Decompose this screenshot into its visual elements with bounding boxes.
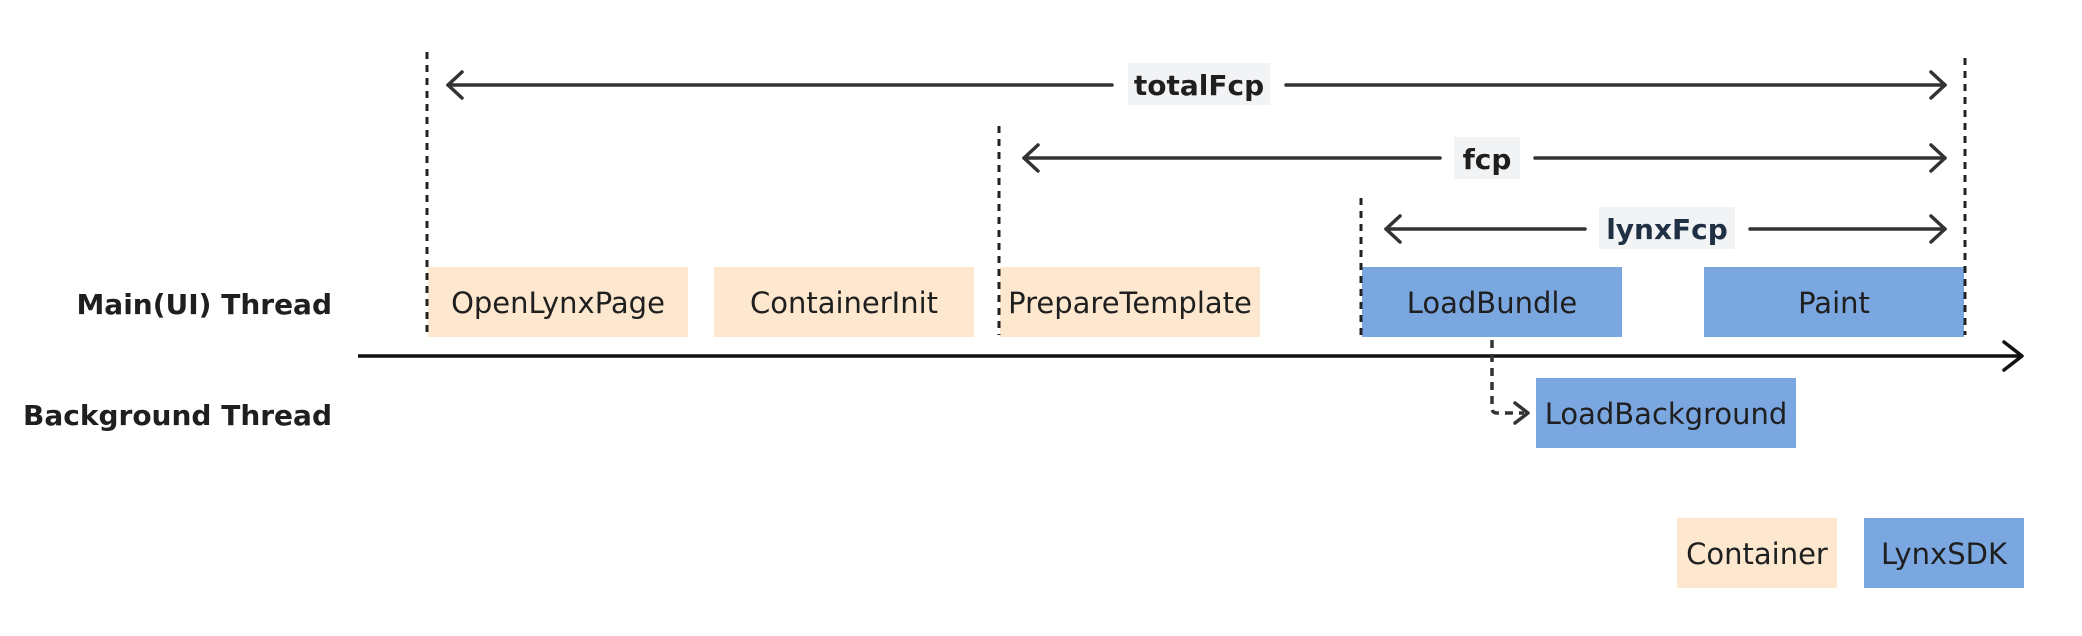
range-label-fcp: fcp <box>1463 143 1512 176</box>
block-label: PrepareTemplate <box>1008 286 1252 320</box>
block-load-bundle: LoadBundle <box>1362 267 1622 337</box>
range-lynx-fcp: lynxFcp <box>1384 207 1947 249</box>
legend-item-container: Container <box>1677 518 1837 588</box>
range-fcp: fcp <box>1022 137 1947 179</box>
lane-label-main-thread: Main(UI) Thread <box>76 288 332 321</box>
range-total-fcp: totalFcp <box>446 63 1947 105</box>
block-prepare-template: PrepareTemplate <box>1000 267 1260 337</box>
block-container-init: ContainerInit <box>714 267 974 337</box>
lane-label-background-thread: Background Thread <box>23 399 332 432</box>
legend-item-lynx-sdk: LynxSDK <box>1864 518 2024 588</box>
block-paint: Paint <box>1704 267 1964 337</box>
timeline-axis <box>358 340 2024 372</box>
dependency-arrow <box>1490 340 1530 425</box>
range-label-lynx-fcp: lynxFcp <box>1606 213 1728 246</box>
range-label-total-fcp: totalFcp <box>1134 69 1264 102</box>
block-label: ContainerInit <box>750 286 938 320</box>
block-label: LoadBundle <box>1407 286 1578 320</box>
block-open-lynx-page: OpenLynxPage <box>428 267 688 337</box>
block-label: Paint <box>1798 286 1870 320</box>
legend-label-lynx-sdk: LynxSDK <box>1881 537 2008 571</box>
legend-label-container: Container <box>1686 537 1828 571</box>
legend: Container LynxSDK <box>1677 518 2024 588</box>
block-label: OpenLynxPage <box>451 286 665 320</box>
block-label: LoadBackground <box>1545 397 1788 431</box>
block-load-background: LoadBackground <box>1536 378 1796 448</box>
